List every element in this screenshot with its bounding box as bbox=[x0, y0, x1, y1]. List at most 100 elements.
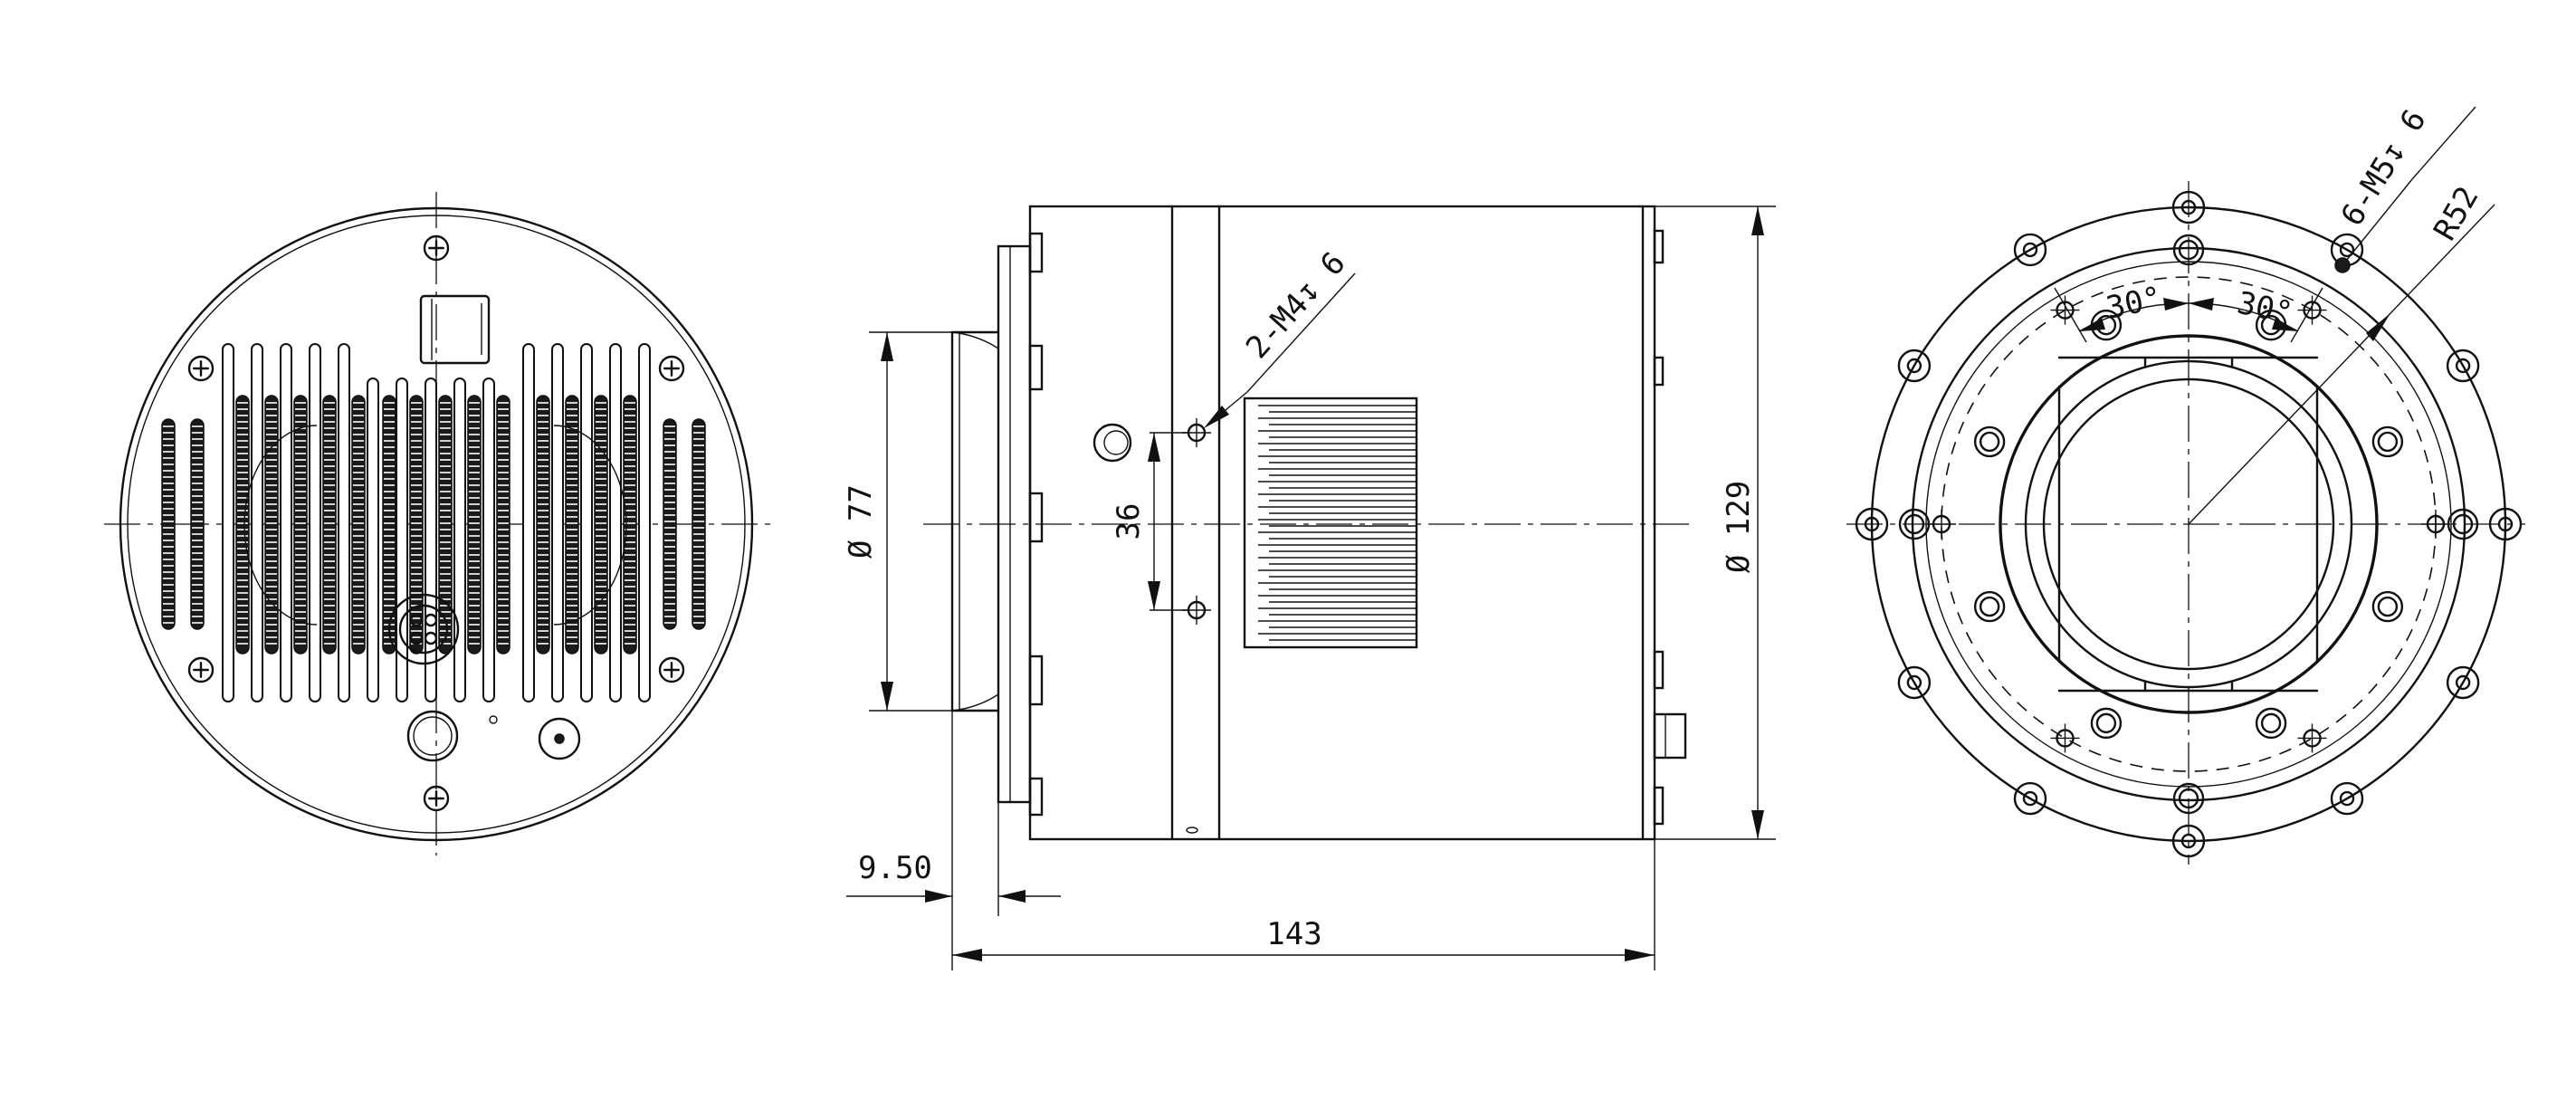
mounting-ear bbox=[2171, 190, 2206, 225]
rear-view bbox=[104, 192, 771, 855]
m5-hole-icon bbox=[1927, 510, 1956, 539]
vent-slot bbox=[522, 343, 535, 702]
side-rear-tabs bbox=[1653, 229, 1665, 826]
mounting-ear bbox=[2488, 507, 2523, 541]
side-connector bbox=[1653, 712, 1687, 760]
power-connector-icon bbox=[387, 593, 460, 665]
side-heatsink-fins bbox=[1258, 405, 1417, 641]
thread-front-label: 6-M5↧ 6 bbox=[2334, 103, 2434, 233]
mounting-ear bbox=[2013, 781, 2047, 816]
mounting-ear bbox=[2446, 665, 2480, 700]
ear-hole bbox=[2455, 674, 2471, 691]
diameter-body-dimension: Ø 129 bbox=[1721, 481, 1757, 573]
radius-label: R52 bbox=[2427, 180, 2485, 246]
screw-icon bbox=[187, 656, 215, 683]
grille-column bbox=[565, 395, 579, 655]
rear-port-large bbox=[406, 710, 459, 762]
grille-column bbox=[623, 395, 637, 655]
vent-slot bbox=[453, 377, 466, 702]
rear-tab bbox=[1653, 786, 1665, 826]
bolt-icon bbox=[2255, 707, 2287, 740]
grille-column bbox=[264, 395, 279, 655]
bolt-icon bbox=[2090, 707, 2123, 740]
mounting-ear bbox=[2171, 824, 2206, 858]
mounting-ear bbox=[1897, 349, 1932, 383]
rear-tall-slots bbox=[222, 343, 651, 702]
rear-tab bbox=[1653, 650, 1665, 690]
screw-icon bbox=[187, 355, 215, 382]
flange-tab bbox=[1028, 777, 1044, 817]
mounting-ear bbox=[2330, 781, 2364, 816]
screw-icon bbox=[423, 234, 450, 262]
side-heatsink bbox=[1243, 397, 1418, 649]
ear-hole bbox=[1864, 516, 1880, 532]
grille-column bbox=[351, 395, 366, 655]
grille-column bbox=[663, 418, 677, 630]
grille-column bbox=[438, 395, 453, 655]
grille-column bbox=[692, 418, 706, 630]
rear-screws bbox=[187, 234, 685, 812]
ear-hole bbox=[2339, 242, 2355, 258]
front-view: 30° 30° R52 6-M5↧ 6 bbox=[1846, 103, 2525, 865]
vent-slot bbox=[551, 343, 564, 702]
mounting-ear bbox=[1897, 665, 1932, 700]
rear-sensor-box bbox=[419, 294, 491, 365]
m5-hole-icon bbox=[2050, 723, 2080, 753]
grille-column bbox=[594, 395, 608, 655]
vent-slot bbox=[425, 377, 437, 702]
flange-tab bbox=[1028, 492, 1044, 543]
vent-slot bbox=[367, 377, 379, 702]
vent-slot bbox=[222, 343, 234, 702]
vent-slot bbox=[309, 343, 321, 702]
ear-hole bbox=[2455, 358, 2471, 374]
spacing-dimension: 36 bbox=[1111, 503, 1147, 540]
ear-hole bbox=[2180, 833, 2197, 849]
flange-offset-dimension: 9.50 bbox=[858, 850, 932, 886]
vent-slot bbox=[338, 343, 350, 702]
rear-short-slots bbox=[367, 377, 495, 702]
rear-tab bbox=[1653, 356, 1665, 387]
vent-slot bbox=[609, 343, 622, 702]
diameter-small-dimension: Ø 77 bbox=[843, 484, 879, 559]
bolt-icon bbox=[2172, 234, 2205, 266]
mounting-ear bbox=[2013, 233, 2047, 267]
angle-right-label: 30° bbox=[2234, 285, 2295, 332]
grille-column bbox=[536, 395, 550, 655]
grille-column bbox=[190, 418, 205, 630]
flange-tab bbox=[1028, 232, 1044, 273]
grille-column bbox=[161, 418, 176, 630]
rear-tab bbox=[1653, 229, 1665, 264]
ear-hole bbox=[2339, 790, 2355, 807]
side-view: 36 2-M4↧ 6 Ø 77 Ø 129 9.50 143 bbox=[843, 205, 1776, 970]
screw-icon bbox=[658, 355, 685, 382]
thread-side-label: 2-M4↧ 6 bbox=[1239, 245, 1353, 366]
m5-hole-icon bbox=[2421, 510, 2450, 539]
bolt-icon bbox=[2371, 425, 2404, 458]
bolt-icon bbox=[2447, 508, 2479, 540]
flange-tab bbox=[1028, 344, 1044, 391]
bolt-icon bbox=[2172, 782, 2205, 815]
vent-slot bbox=[638, 343, 651, 702]
ear-hole bbox=[2022, 790, 2038, 807]
mounting-ear bbox=[1855, 507, 1889, 541]
m5-hole-icon bbox=[2297, 295, 2327, 325]
angle-left-label: 30° bbox=[2104, 280, 2165, 327]
grille-column bbox=[293, 395, 308, 655]
m5-hole-icon bbox=[2050, 295, 2080, 325]
vent-slot bbox=[580, 343, 593, 702]
bolt-icon bbox=[1973, 590, 2006, 623]
ear-hole bbox=[2180, 199, 2197, 215]
vent-slot bbox=[482, 377, 495, 702]
grille-column bbox=[467, 395, 482, 655]
vent-slot bbox=[280, 343, 292, 702]
vent-slot bbox=[396, 377, 408, 702]
m5-hole-icon bbox=[2297, 723, 2327, 753]
grille-column bbox=[496, 395, 510, 655]
ear-hole bbox=[1906, 358, 1922, 374]
ear-hole bbox=[2022, 242, 2038, 258]
ear-hole bbox=[2497, 516, 2514, 532]
grille-column bbox=[235, 395, 250, 655]
mounting-ear bbox=[2446, 349, 2480, 383]
bolt-icon bbox=[1973, 425, 2006, 458]
